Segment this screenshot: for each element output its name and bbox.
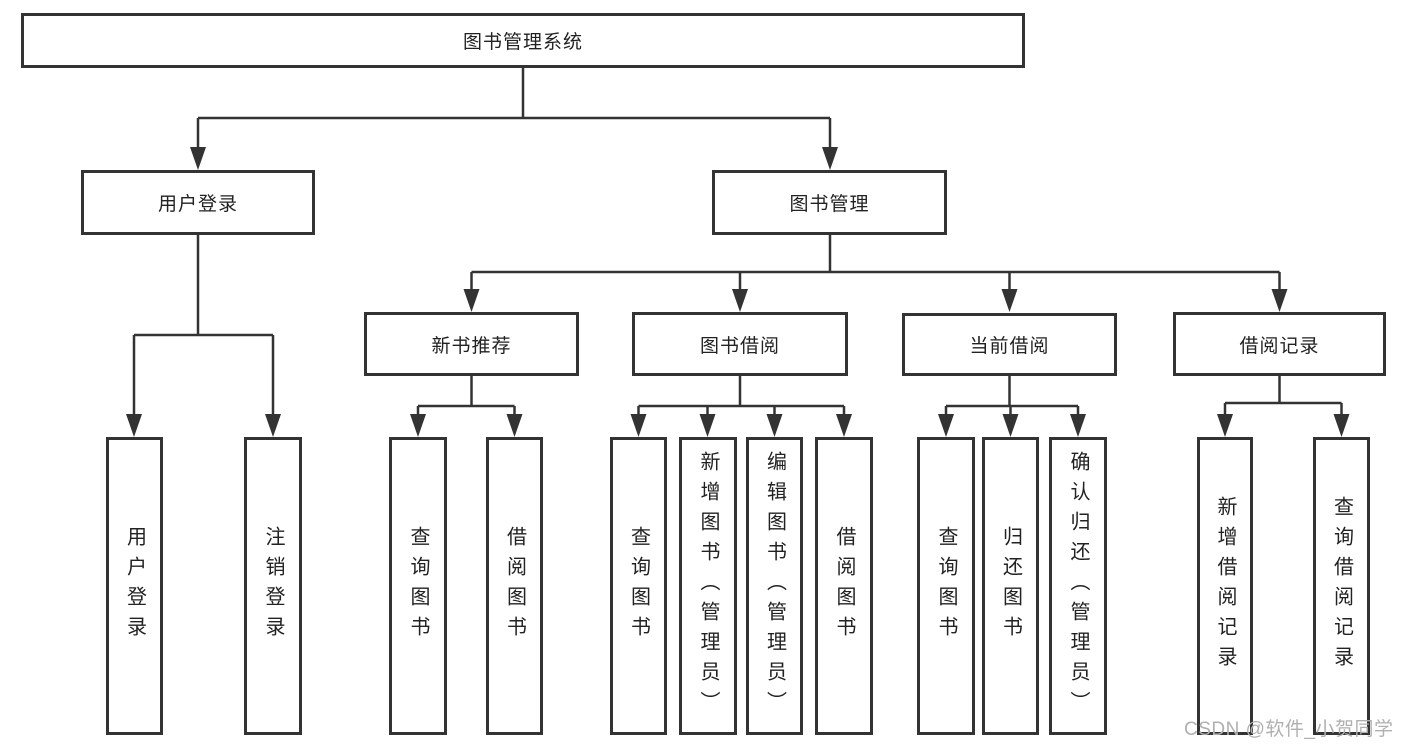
node-current-borrowing: 当前借阅 (902, 313, 1117, 376)
leaf-logout: 注销登录 (244, 437, 302, 735)
node-label: 查询借阅记录 (1330, 496, 1353, 676)
leaf-borrow-books: 借阅图书 (815, 437, 873, 735)
node-label: 借阅图书 (833, 526, 855, 646)
arrow-down-icon (506, 414, 523, 437)
arrow-down-icon (1333, 414, 1350, 437)
node-label: 借阅图书 (503, 526, 526, 646)
arrow-down-icon (1271, 289, 1288, 312)
node-label: 当前借阅 (969, 336, 1050, 357)
arrow-down-icon (732, 289, 748, 312)
arrow-down-icon (265, 414, 281, 437)
leaf-return-books: 归还图书 (982, 437, 1039, 735)
leaf-query-books: 查询图书 (610, 437, 667, 735)
arrow-down-icon (1217, 414, 1233, 437)
node-label: 新增图书（管理员） (697, 451, 719, 721)
node-book-borrowing: 图书借阅 (632, 312, 848, 376)
arrow-down-icon (766, 414, 783, 437)
arrow-down-icon (126, 414, 142, 437)
leaf-edit-books-admin: 编辑图书（管理员） (746, 437, 803, 735)
node-label: 归还图书 (999, 526, 1022, 646)
node-library-management-system: 图书管理系统 (21, 13, 1025, 68)
arrow-down-icon (938, 414, 954, 437)
arrow-down-icon (1070, 414, 1086, 437)
arrow-down-icon (836, 414, 852, 437)
leaf-query-borrow-record: 查询借阅记录 (1313, 437, 1370, 735)
node-label: 新书推荐 (431, 335, 512, 357)
leaf-add-borrow-record: 新增借阅记录 (1197, 437, 1253, 735)
arrow-down-icon (1002, 414, 1019, 437)
csdn-watermark: CSDN @软件_小贺同学 (1184, 719, 1394, 740)
node-label: 图书管理 (789, 194, 870, 215)
leaf-add-books-admin: 新增图书（管理员） (679, 437, 737, 735)
node-label: 编辑图书（管理员） (763, 451, 786, 721)
leaf-query-books: 查询图书 (917, 437, 975, 735)
arrow-down-icon (699, 414, 716, 437)
node-label: 查询图书 (935, 526, 957, 646)
leaf-query-books: 查询图书 (389, 437, 447, 735)
arrow-down-icon (630, 414, 647, 437)
arrow-down-icons (126, 147, 1350, 437)
node-label: 图书管理系统 (462, 32, 583, 53)
arrow-down-icon (463, 289, 480, 312)
node-label: 用户登录 (157, 194, 238, 215)
node-book-management: 图书管理 (712, 170, 947, 235)
node-label: 确认归还（管理员） (1067, 451, 1089, 721)
node-label: 用户登录 (123, 526, 146, 646)
leaf-confirm-return-admin: 确认归还（管理员） (1049, 437, 1107, 735)
node-label: 查询图书 (627, 526, 650, 646)
node-label: 借阅记录 (1239, 335, 1320, 357)
leaf-borrow-books: 借阅图书 (486, 437, 543, 735)
arrow-down-icon (822, 147, 838, 170)
node-borrowing-records: 借阅记录 (1173, 312, 1386, 376)
arrow-down-icon (1001, 289, 1018, 312)
arrow-down-icon (190, 147, 206, 170)
node-new-book-recommendation: 新书推荐 (364, 312, 579, 376)
node-label: 新增借阅记录 (1214, 496, 1236, 676)
connector-line-group (132, 68, 1343, 419)
arrow-down-icon (410, 414, 426, 437)
node-label: 注销登录 (262, 526, 284, 646)
leaf-user-login: 用户登录 (106, 437, 163, 735)
node-label: 图书借阅 (699, 335, 780, 357)
node-user-login: 用户登录 (81, 170, 315, 235)
node-label: 查询图书 (407, 526, 429, 646)
